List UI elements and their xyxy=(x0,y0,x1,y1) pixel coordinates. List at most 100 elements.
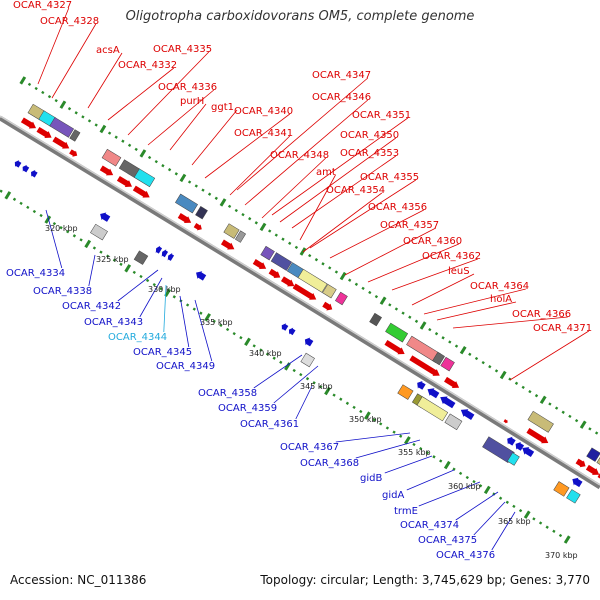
tick-mark xyxy=(538,521,543,525)
forward-gene-arrow xyxy=(292,283,317,300)
tick-mark xyxy=(472,479,476,484)
forward-gene-arrow xyxy=(36,126,52,138)
forward-gene-label: OCAR_4347 xyxy=(312,70,371,81)
label-leader xyxy=(406,469,455,491)
tick-mark xyxy=(374,294,379,299)
reverse-gene-label: OCAR_4359 xyxy=(218,403,277,414)
tick-mark xyxy=(219,323,223,328)
forward-gene-arrow xyxy=(585,464,600,475)
scale-label: 350 kbp xyxy=(349,415,382,424)
tick-mark xyxy=(66,230,70,234)
tick-mark xyxy=(364,411,371,420)
tick-mark xyxy=(268,229,272,233)
gene-block xyxy=(133,250,149,265)
tick-mark xyxy=(498,496,503,500)
tick-mark xyxy=(458,471,463,476)
label-leader xyxy=(271,117,409,216)
tick-mark xyxy=(139,149,147,158)
forward-gene-label: OCAR_4341 xyxy=(234,128,293,139)
label-leader xyxy=(204,113,291,179)
forward-gene-label: OCAR_4364 xyxy=(470,281,529,292)
tick-mark xyxy=(47,94,52,99)
label-leader xyxy=(418,481,481,507)
tick-mark xyxy=(385,426,390,430)
tick-mark xyxy=(434,332,439,336)
reverse-gene-label: gidB xyxy=(360,473,382,484)
tick-mark xyxy=(512,504,516,509)
reverse-gene-arrow xyxy=(22,164,30,173)
tick-mark xyxy=(59,100,67,109)
tick-mark xyxy=(121,139,125,143)
label-leader xyxy=(436,301,517,321)
forward-gene-arrow xyxy=(20,117,37,129)
forward-gene-arrow xyxy=(116,175,133,187)
gene-block xyxy=(300,352,315,368)
tick-mark xyxy=(112,258,117,262)
label-leader xyxy=(452,316,568,329)
reverse-gene-arrow xyxy=(167,252,175,261)
tick-mark xyxy=(265,352,270,356)
forward-gene-label: OCAR_4335 xyxy=(153,44,212,55)
tick-mark xyxy=(574,418,579,423)
reverse-gene-label: trmE xyxy=(394,506,418,517)
scale-label: 345 kbp xyxy=(300,382,333,391)
reverse-gene-arrow xyxy=(460,409,475,420)
tick-mark xyxy=(67,107,72,111)
label-leader xyxy=(335,432,411,443)
tick-mark xyxy=(558,533,563,538)
forward-gene-arrow xyxy=(444,376,460,388)
label-leader xyxy=(88,254,96,287)
tick-mark xyxy=(563,535,571,544)
tick-mark xyxy=(408,315,412,319)
tick-mark xyxy=(248,217,252,221)
label-leader xyxy=(299,174,336,241)
tick-mark xyxy=(568,414,572,419)
tick-mark xyxy=(483,485,491,495)
tick-mark xyxy=(404,436,411,445)
tick-mark xyxy=(354,282,359,286)
reverse-gene-arrow xyxy=(14,160,22,168)
label-leader xyxy=(509,330,590,381)
tick-mark xyxy=(428,327,432,332)
forward-gene-label: OCAR_4356 xyxy=(368,202,427,213)
tick-mark xyxy=(79,238,83,242)
label-leader xyxy=(302,192,383,253)
tick-mark xyxy=(274,233,278,237)
forward-gene-arrow xyxy=(322,301,333,311)
reverse-gene-arrow xyxy=(161,249,169,258)
tick-mark xyxy=(561,410,565,414)
tick-mark xyxy=(272,356,276,360)
tick-mark xyxy=(372,418,376,422)
tick-mark xyxy=(352,405,356,410)
tick-mark xyxy=(99,124,107,134)
tick-mark xyxy=(154,159,158,164)
tick-mark xyxy=(87,119,92,123)
forward-gene-label: OCAR_4328 xyxy=(40,16,99,27)
tick-mark xyxy=(299,247,307,256)
tick-mark xyxy=(339,397,343,401)
reverse-gene-arrow xyxy=(304,337,314,347)
tick-mark xyxy=(332,393,336,397)
label-leader xyxy=(169,103,207,151)
gene-block xyxy=(49,117,75,138)
tick-mark xyxy=(521,385,525,390)
gene-block xyxy=(553,481,570,497)
forward-gene-label: OCAR_4355 xyxy=(360,172,419,183)
tick-mark xyxy=(161,164,165,168)
tick-mark xyxy=(172,295,176,299)
tick-mark xyxy=(465,475,469,480)
tick-mark xyxy=(34,86,38,91)
tick-mark xyxy=(41,90,45,95)
label-leader xyxy=(179,295,190,348)
forward-gene-label: OCAR_4336 xyxy=(158,82,217,93)
tick-mark xyxy=(314,258,319,262)
tick-mark xyxy=(392,430,396,434)
tick-mark xyxy=(368,290,372,295)
tick-mark xyxy=(412,442,416,447)
tick-mark xyxy=(147,155,152,160)
tick-mark xyxy=(252,344,256,348)
label-leader xyxy=(244,99,369,206)
label-leader xyxy=(411,273,475,306)
tick-mark xyxy=(232,331,236,336)
